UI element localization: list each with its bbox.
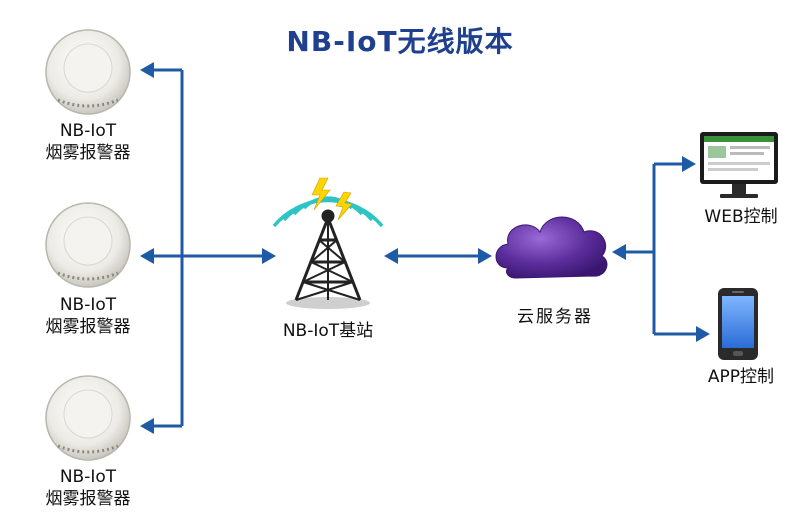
arrow-to-base-station xyxy=(262,248,276,264)
detector-name: 烟雾报警器 xyxy=(45,143,131,163)
smartphone-icon xyxy=(718,288,758,360)
web-label: WEB控制 xyxy=(704,207,778,227)
client-bus-connector xyxy=(620,162,700,336)
detector-model: NB-IoT xyxy=(59,467,117,487)
smoke-detector-icon xyxy=(45,29,131,115)
arrow-to-cloud xyxy=(612,244,626,260)
lightning-icon xyxy=(311,177,353,221)
detector-label-1: NB-IoT 烟雾报警器 xyxy=(28,120,148,164)
base-station-label: NB-IoT基站 xyxy=(282,321,374,341)
detector-model: NB-IoT xyxy=(59,295,117,315)
tower-cloud-connector xyxy=(384,248,492,264)
arrow-to-web xyxy=(682,156,696,172)
monitor-icon xyxy=(700,132,778,198)
diagram-title: NB-IoT无线版本 xyxy=(286,25,514,58)
cloud-label: 云服务器 xyxy=(517,307,593,327)
smoke-detector-icon xyxy=(45,202,131,288)
smoke-detector-icon xyxy=(45,375,131,461)
app-label: APP控制 xyxy=(707,367,775,387)
cloud-icon xyxy=(495,216,608,279)
detector-bus-connector xyxy=(148,68,268,428)
detector-label-3: NB-IoT 烟雾报警器 xyxy=(28,466,148,510)
arrowheads-right xyxy=(612,156,710,342)
arrow-to-detector-2 xyxy=(140,248,154,264)
cell-tower-icon xyxy=(286,209,370,309)
arrow-to-detector-3 xyxy=(140,418,154,434)
detector-label-2: NB-IoT 烟雾报警器 xyxy=(28,294,148,338)
detector-name: 烟雾报警器 xyxy=(45,489,131,509)
arrow-to-detector-1 xyxy=(140,62,154,78)
detector-model: NB-IoT xyxy=(59,121,117,141)
arrow-to-app xyxy=(696,326,710,342)
detector-name: 烟雾报警器 xyxy=(45,317,131,337)
arrowheads xyxy=(140,62,276,434)
